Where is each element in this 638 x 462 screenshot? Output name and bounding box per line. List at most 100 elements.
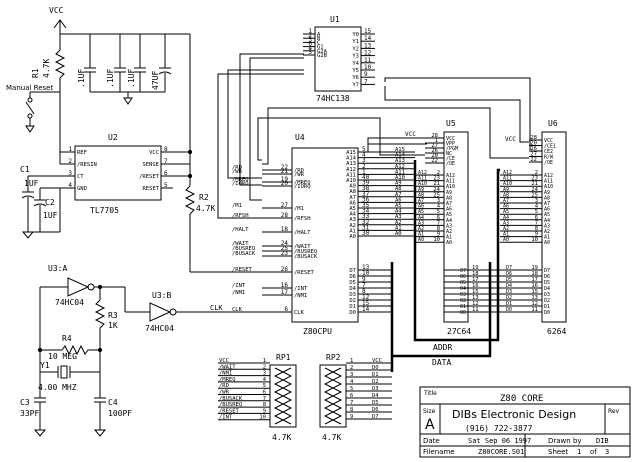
u6-pin-name: R/W bbox=[544, 155, 554, 161]
u6-pin-number: 2 bbox=[535, 170, 538, 176]
u6-pin-number: 16 bbox=[531, 283, 538, 289]
u5-net-label: A3 bbox=[418, 220, 424, 226]
u6-pin-number: 25 bbox=[531, 192, 538, 198]
u6-pin-number: 13 bbox=[531, 295, 538, 301]
u5-net-label: A9 bbox=[418, 187, 424, 193]
u4-pin-number: 38 bbox=[362, 185, 370, 192]
u6-pin-number: 7 bbox=[535, 220, 538, 226]
u4-pin-number: 26 bbox=[281, 266, 289, 273]
u6-pin-name: D2 bbox=[544, 298, 550, 304]
u5-pin-name: A7 bbox=[446, 201, 452, 207]
u1-pin-name: Y2 bbox=[352, 46, 359, 52]
u1-pin-name: Y5 bbox=[352, 68, 359, 74]
u1-pin-name: Y1 bbox=[352, 39, 359, 45]
power-section: VCC R1 4.7K Manual Reset .1UF .1UF .1UF … bbox=[6, 6, 191, 150]
u2-pin-number: 3 bbox=[68, 170, 72, 177]
u4-net-label: A1 bbox=[395, 225, 402, 231]
u4-pin-number: 33 bbox=[362, 213, 370, 220]
u4-net-label: /WR bbox=[232, 169, 243, 175]
u1-pin-name: Y3 bbox=[352, 54, 359, 60]
u4-net-label: A15 bbox=[395, 147, 405, 153]
u4-pin-number: 12 bbox=[362, 294, 370, 301]
u4-pin-number: 30 bbox=[362, 230, 370, 237]
u4-net-label: A14 bbox=[395, 153, 406, 159]
u5-pin-name: O3 bbox=[460, 292, 466, 298]
u4-pin-name: CLK bbox=[294, 310, 305, 316]
u4-net-label: /WAIT bbox=[232, 241, 249, 247]
r4-resistor bbox=[61, 344, 89, 356]
u5-pin-number: 23 bbox=[433, 176, 440, 182]
u6-pin-name: D4 bbox=[544, 286, 550, 292]
u4-pin-number: 6 bbox=[284, 306, 288, 313]
u5-net-label: A6 bbox=[418, 204, 424, 210]
u6-pin-number: 28 bbox=[530, 135, 537, 141]
u1-pin-number: 5 bbox=[308, 49, 312, 56]
u4-pin-number: 13 bbox=[362, 264, 370, 271]
u4-pin-number: 1 bbox=[362, 168, 366, 175]
u5-pin-name: /PGM bbox=[446, 146, 458, 152]
u5-pin-name: A12 bbox=[446, 173, 455, 179]
rp1-pin-number: 7 bbox=[263, 396, 266, 402]
u2-pin-number: 4 bbox=[68, 182, 72, 189]
u4-pin-name: A1 bbox=[349, 228, 356, 234]
decoupling-cap-2-value: .1UF bbox=[106, 69, 115, 88]
u6-net-label: D6 bbox=[506, 271, 512, 277]
u6-net-label: A1 bbox=[503, 232, 509, 238]
u6-net-label: A2 bbox=[503, 226, 509, 232]
u6-net-label: D4 bbox=[506, 283, 512, 289]
u4-pin-name: /MREQ bbox=[294, 180, 311, 186]
u5-pin-number: 28 bbox=[431, 133, 438, 139]
c2-ref: C2 bbox=[45, 198, 55, 207]
rp2-pin-number: 2 bbox=[350, 365, 353, 371]
u4-pin-number: 19 bbox=[281, 176, 289, 183]
r3-ref: R3 bbox=[108, 311, 118, 320]
u5-pin-name: O5 bbox=[460, 280, 466, 286]
u3b-inverter bbox=[149, 302, 172, 322]
rp2-signal: D7 bbox=[372, 414, 379, 420]
u5-pin-name: A8 bbox=[446, 195, 452, 201]
u6-ref: U6 bbox=[548, 119, 558, 128]
u1-pin-name: C bbox=[317, 40, 320, 46]
u4-pin-name: A15 bbox=[346, 150, 356, 156]
rp2-pin-number: 5 bbox=[350, 386, 353, 392]
u6-pin-number: 6 bbox=[535, 215, 538, 221]
u4-pin-name: /BUSACK bbox=[294, 254, 318, 260]
u4-pin-name: /WR bbox=[294, 172, 305, 178]
u4-net-label: A11 bbox=[395, 169, 405, 175]
u6-net-label: A5 bbox=[503, 209, 509, 215]
u6-pin-name: D1 bbox=[544, 304, 550, 310]
c3-ref: C3 bbox=[20, 398, 30, 407]
u4-net-label: A8 bbox=[395, 186, 402, 192]
u6-pin-name: /CE1 bbox=[544, 144, 556, 150]
u5-pin-number: 3 bbox=[437, 198, 440, 204]
u6-net-label: D1 bbox=[506, 301, 512, 307]
u4-pin-name: D3 bbox=[349, 292, 356, 298]
rp2-signal: D4 bbox=[372, 393, 379, 399]
u6-pin-name: A11 bbox=[544, 179, 553, 185]
size-label: Size bbox=[423, 408, 436, 415]
title-value: Z80 CORE bbox=[500, 394, 543, 404]
u5-ref: U5 bbox=[446, 119, 456, 128]
u4-net-label: /NMI bbox=[232, 290, 245, 296]
u6-net-label: D7 bbox=[506, 265, 512, 271]
rp1-pin-number: 1 bbox=[263, 358, 266, 364]
u1-pin-number: 13 bbox=[364, 42, 372, 49]
u1-pin-number: 4 bbox=[308, 45, 312, 52]
u1-part: 74HC138 bbox=[316, 94, 350, 103]
u5-pin-name: A11 bbox=[446, 179, 455, 185]
u4-pin-name: A0 bbox=[349, 234, 356, 240]
u4-pin-name: /IORQ bbox=[294, 184, 311, 190]
u5-net-label: A8 bbox=[418, 192, 424, 198]
c3-value: 33PF bbox=[20, 409, 39, 418]
u2-pin-number: 2 bbox=[68, 158, 72, 165]
u4-pin-name: A9 bbox=[349, 184, 356, 190]
u4-ref: U4 bbox=[295, 133, 305, 142]
